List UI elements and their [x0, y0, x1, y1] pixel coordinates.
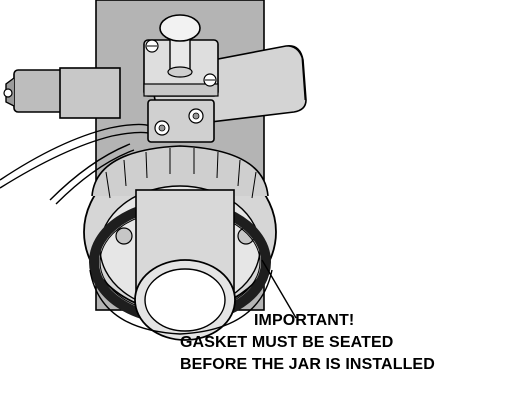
- cable-fitting: [3, 67, 121, 119]
- caption-important: IMPORTANT!: [254, 312, 355, 329]
- lid-lower-edge: [89, 269, 273, 335]
- caption-line-2: GASKET MUST BE SEATED: [180, 334, 394, 351]
- center-tube: [134, 189, 236, 341]
- connector-plate: [147, 99, 215, 143]
- cable: [0, 123, 153, 205]
- plunger-knob: [159, 14, 201, 78]
- gasket-leader-line: [261, 259, 297, 319]
- caption-line-3: BEFORE THE JAR IS INSTALLED: [180, 356, 435, 373]
- gasket-warning-caption: IMPORTANT! GASKET MUST BE SEATED BEFORE …: [180, 310, 508, 376]
